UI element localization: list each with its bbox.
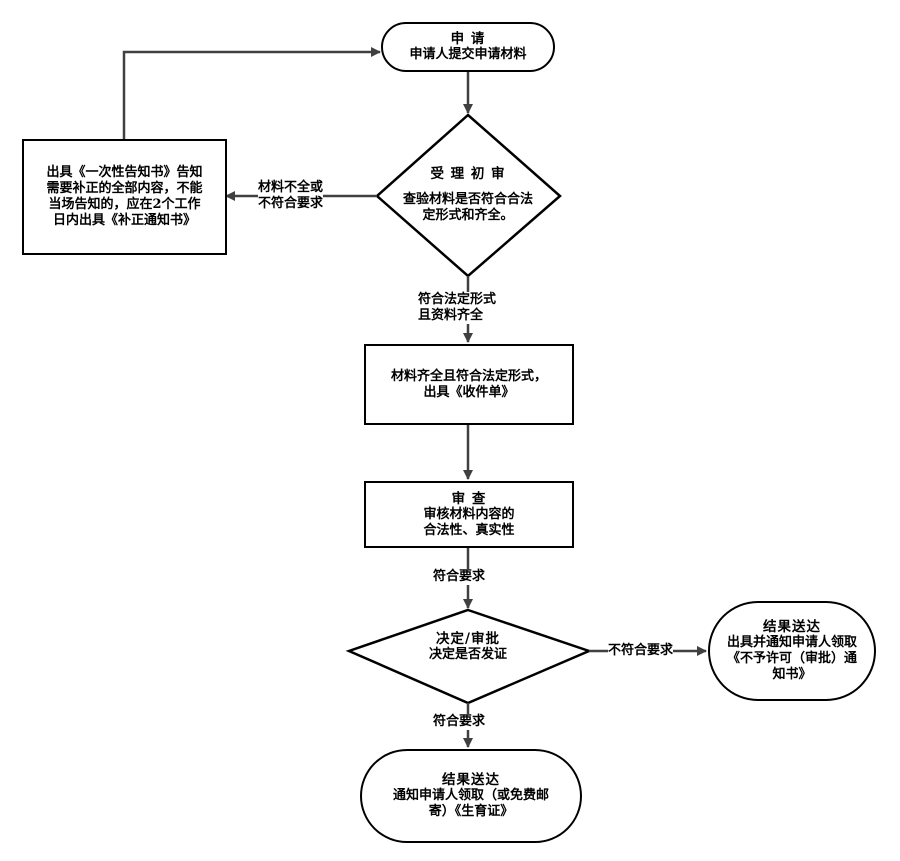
node-notice-correction-line: 日内出具《补正通知书》 [52,213,196,228]
node-approve-delivery-line: 通知申请人领取（或免费邮 [392,788,549,803]
node-notice-correction: 出具《一次性告知书》告知 需要补正的全部内容，不能 当场告知的，应在2个工作 日… [22,139,227,255]
node-review-line: 合法性、真实性 [423,522,515,538]
node-apply-title: 申 请 [450,31,486,47]
node-notice-correction-line: 当场告知的，应在2个工作 [48,197,201,212]
node-approve-delivery: 结果送达 通知申请人领取（或免费邮 寄）《生育证》 [360,749,582,843]
edge-label-line: 材料不全或 [258,180,324,195]
node-receipt-line: 材料齐全且符合法定形式， [390,368,547,384]
node-initial-review: 受 理 初 审 查验材料是否符合合法 定形式和齐全。 [382,150,554,240]
edge-label-line: 符合要求 [433,714,486,729]
edge-back-to-apply [122,47,381,139]
node-initial-review-line: 查验材料是否符合合法 [402,192,533,207]
edge-label-line: 且资料齐全 [418,308,484,323]
node-reject-delivery-title: 结果送达 [763,619,821,635]
node-initial-review-line: 定形式和齐全。 [422,208,514,223]
node-apply-line: 申请人提交申请材料 [409,47,527,62]
edge-label-line: 不符合要求 [258,196,324,211]
node-review: 审 查 审核材料内容的 合法性、真实性 [364,481,574,548]
node-receipt: 材料齐全且符合法定形式， 出具《收件单》 [364,344,574,425]
node-receipt-line: 出具《收件单》 [423,384,515,400]
node-decision-title: 决定/审批 [436,631,500,647]
node-reject-delivery-line: 《不予许可（审批）通 [726,651,857,666]
edge-label-meets-req-2: 符合要求 [433,714,486,730]
edge-label-line: 符合要求 [433,569,486,584]
node-notice-correction-line: 需要补正的全部内容，不能 [46,181,203,196]
edge-label-line: 不符合要求 [608,643,674,658]
edge-label-not-meet: 不符合要求 [608,643,674,659]
node-decision-line: 决定是否发证 [428,647,507,662]
node-review-line: 审核材料内容的 [423,506,515,522]
node-approve-delivery-title: 结果送达 [442,772,500,788]
node-reject-delivery-line: 出具并通知申请人领取 [726,635,857,650]
edge-label-meets-req-1: 符合要求 [433,569,486,585]
node-apply: 申 请 申请人提交申请材料 [381,22,555,72]
node-approve-delivery-line: 寄）《生育证》 [428,804,514,819]
node-reject-delivery: 结果送达 出具并通知申请人领取 《不予许可（审批）通 知书》 [708,601,876,701]
edge-label-complete: 符合法定形式 且资料齐全 [418,292,497,324]
node-decision: 决定/审批 决定是否发证 [400,625,536,669]
node-review-title: 审 查 [451,490,487,507]
node-notice-correction-line: 出具《一次性告知书》告知 [46,165,203,180]
edge-label-incomplete: 材料不全或 不符合要求 [258,180,324,212]
node-initial-review-title: 受 理 初 审 [430,166,506,182]
edge-label-line: 符合法定形式 [418,292,497,307]
node-reject-delivery-line: 知书》 [772,667,812,682]
